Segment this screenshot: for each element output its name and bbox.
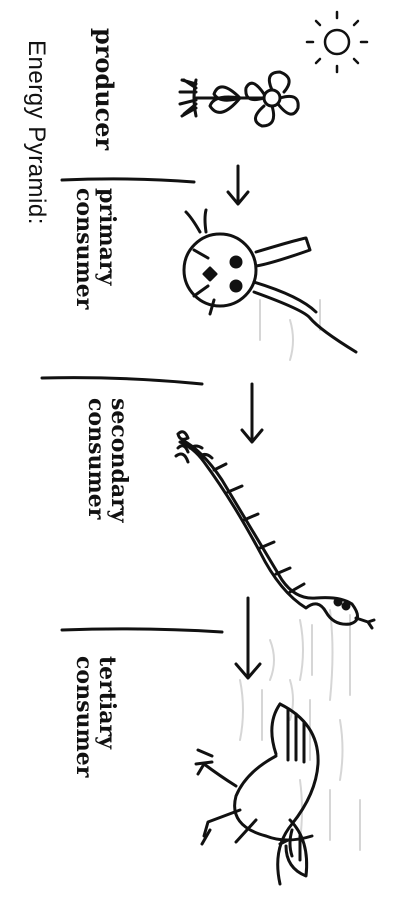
- snake-icon: [176, 432, 374, 628]
- bunny-icon: [184, 210, 356, 352]
- flower-icon: [180, 72, 298, 126]
- sun-icon: [307, 12, 367, 72]
- crocodile-icon: [196, 704, 318, 884]
- level-separators: [42, 179, 222, 632]
